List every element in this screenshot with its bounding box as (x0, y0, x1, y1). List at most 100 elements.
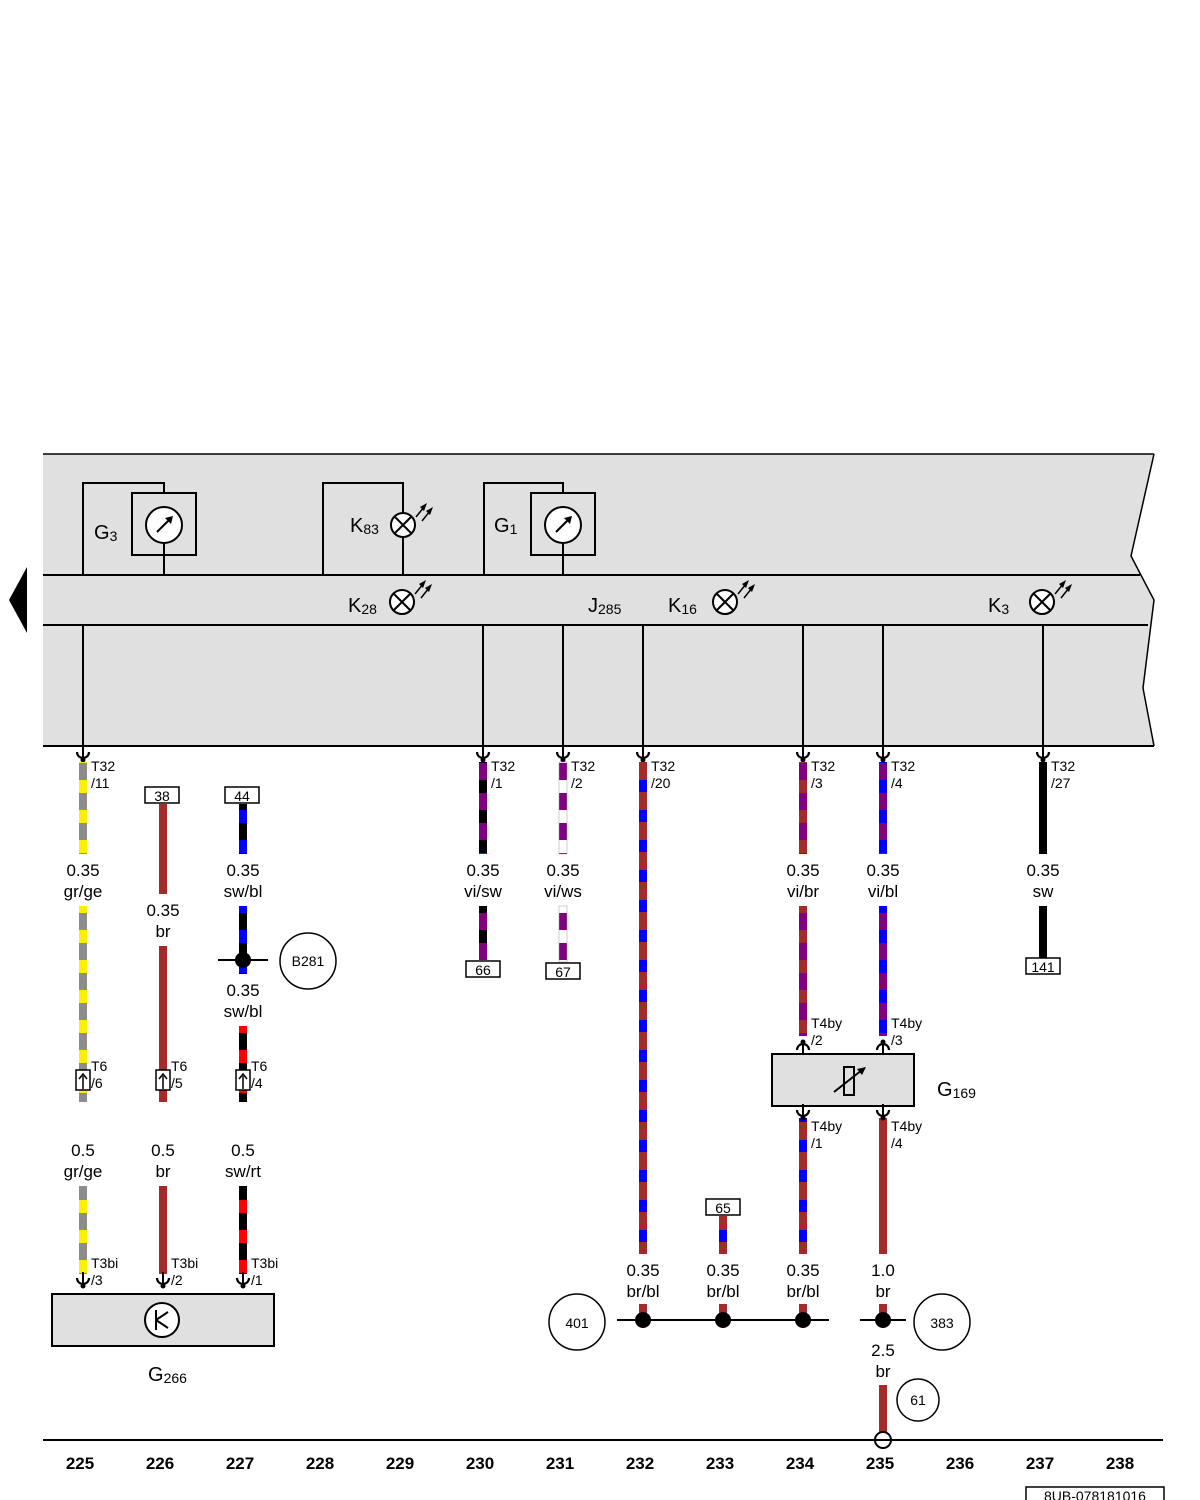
splice-b281-dot (235, 952, 251, 968)
svg-text:T4by: T4by (811, 1015, 842, 1031)
internal-wires (82, 625, 1044, 752)
node-b281-circle (279, 932, 337, 990)
wire-230-size: 0.35 (466, 861, 499, 880)
wire-235-size-lower: 2.5 (871, 1341, 895, 1360)
wire-225-size-lower: 0.5 (71, 1141, 95, 1160)
pin-t3bi-2-icon (155, 1270, 171, 1290)
node-383-circle (913, 1293, 971, 1351)
doc-id-box (1025, 1486, 1165, 1500)
wire-225-color: gr/ge (64, 882, 103, 901)
svg-text:T32: T32 (491, 758, 515, 774)
instrument-cluster-panel (43, 454, 1154, 746)
svg-text:/4: /4 (251, 1075, 263, 1091)
wire-231-color: vi/ws (544, 882, 582, 901)
wire-230-seg1 (479, 762, 487, 854)
wire-227-size: 0.35 (226, 861, 259, 880)
wire-237-seg2 (1039, 906, 1047, 958)
continuation-arrow-icon (9, 567, 27, 633)
ref-38: 38 (154, 788, 170, 804)
wire-227-seg2 (239, 906, 247, 974)
svg-text:/2: /2 (171, 1272, 183, 1288)
sender-g266-arm2 (155, 1319, 169, 1329)
ref-box-67 (545, 962, 581, 980)
wire-227-color-lower: sw/rt (225, 1162, 261, 1181)
wire-226-seg1 (159, 804, 167, 894)
wire-226-color-lower: br (155, 1162, 170, 1181)
wire-235-seg5 (879, 1385, 887, 1432)
ref-141: 141 (1031, 959, 1055, 975)
wire-231-seg2 (558, 905, 568, 963)
column-number: 232 (626, 1454, 654, 1473)
svg-text:/1: /1 (491, 775, 503, 791)
svg-text:T6: T6 (91, 1058, 108, 1074)
wire-232-size: 0.35 (626, 1261, 659, 1280)
splice-dot-232 (635, 1312, 651, 1328)
svg-text:T3bi: T3bi (91, 1255, 118, 1271)
wire-235-color: vi/bl (868, 882, 898, 901)
column-number: 238 (1106, 1454, 1134, 1473)
wire-227-seg1 (239, 804, 247, 854)
node-383: 383 (930, 1315, 954, 1331)
panel-right-edge (1130, 453, 1155, 747)
node-61: 61 (910, 1392, 926, 1408)
sender-g266-icon (144, 1302, 180, 1338)
node-61-circle (896, 1378, 940, 1422)
wire-225-color-lower: gr/ge (64, 1162, 103, 1181)
t4by-lower-labels: T4by/1 T4by/4 (811, 1118, 922, 1151)
svg-text:T32: T32 (891, 758, 915, 774)
wire-226-size-lower: 0.5 (151, 1141, 175, 1160)
svg-text:/5: /5 (171, 1075, 183, 1091)
svg-text:T32: T32 (1051, 758, 1075, 774)
wire-226-seg3 (159, 1186, 167, 1274)
node-401-circle (548, 1293, 606, 1351)
wire-237-seg1 (1039, 762, 1047, 854)
pin-t3bi-1-icon (235, 1270, 251, 1290)
pin-t32-2-icon (555, 744, 571, 764)
wire-234-seg2 (799, 906, 807, 1036)
pin-t32-20-icon (635, 744, 651, 764)
label-k28: K28 (348, 595, 377, 617)
svg-text:T4by: T4by (811, 1118, 842, 1134)
column-number: 228 (306, 1454, 334, 1473)
svg-text:T32: T32 (651, 758, 675, 774)
pin-t32-27-icon (1035, 744, 1051, 764)
label-g1: G1 (494, 515, 518, 537)
pin-t32-4-icon (875, 744, 891, 764)
t4by-upper-labels: T4by/2 T4by/3 (811, 1015, 922, 1048)
wire-230-seg2 (479, 906, 487, 960)
svg-text:/20: /20 (651, 775, 671, 791)
label-k16: K16 (668, 595, 697, 617)
label-g266: G266 (148, 1364, 187, 1386)
column-number: 236 (946, 1454, 974, 1473)
column-number: 233 (706, 1454, 734, 1473)
wire-237-size: 0.35 (1026, 861, 1059, 880)
wire-235-size-mid: 1.0 (871, 1261, 895, 1280)
pin-t3bi-3-icon (75, 1270, 91, 1290)
svg-text:T6: T6 (171, 1058, 188, 1074)
doc-id: 8UB-078181016 (1044, 1488, 1146, 1500)
svg-text:/2: /2 (571, 775, 583, 791)
sensor-g169-arrowhead (857, 1067, 866, 1075)
wire-235-color-mid: br (875, 1282, 890, 1301)
column-number: 225 (66, 1454, 94, 1473)
ref-box-65 (705, 1198, 741, 1216)
column-number: 231 (546, 1454, 574, 1473)
svg-text:T4by: T4by (891, 1118, 922, 1134)
node-b281: B281 (292, 953, 325, 969)
connector-t6-6-icon (75, 1069, 91, 1091)
svg-text:/4: /4 (891, 775, 903, 791)
sensor-g169-resistor-icon (843, 1066, 855, 1096)
wire-226-seg2 (159, 946, 167, 1102)
wire-227-color-mid: sw/bl (224, 1002, 263, 1021)
pin-t32-11-icon (75, 744, 91, 764)
wire-227-size-mid: 0.35 (226, 981, 259, 1000)
pin-t32-3-icon (795, 744, 811, 764)
wire-233-size: 0.35 (706, 1261, 739, 1280)
wire-235-seg3 (879, 1118, 887, 1254)
wire-225-seg1 (79, 762, 87, 854)
wire-226-size: 0.35 (146, 901, 179, 920)
wire-227-seg3 (239, 1026, 247, 1102)
label-j285: J285 (588, 595, 622, 617)
wire-226-color: br (155, 922, 170, 941)
